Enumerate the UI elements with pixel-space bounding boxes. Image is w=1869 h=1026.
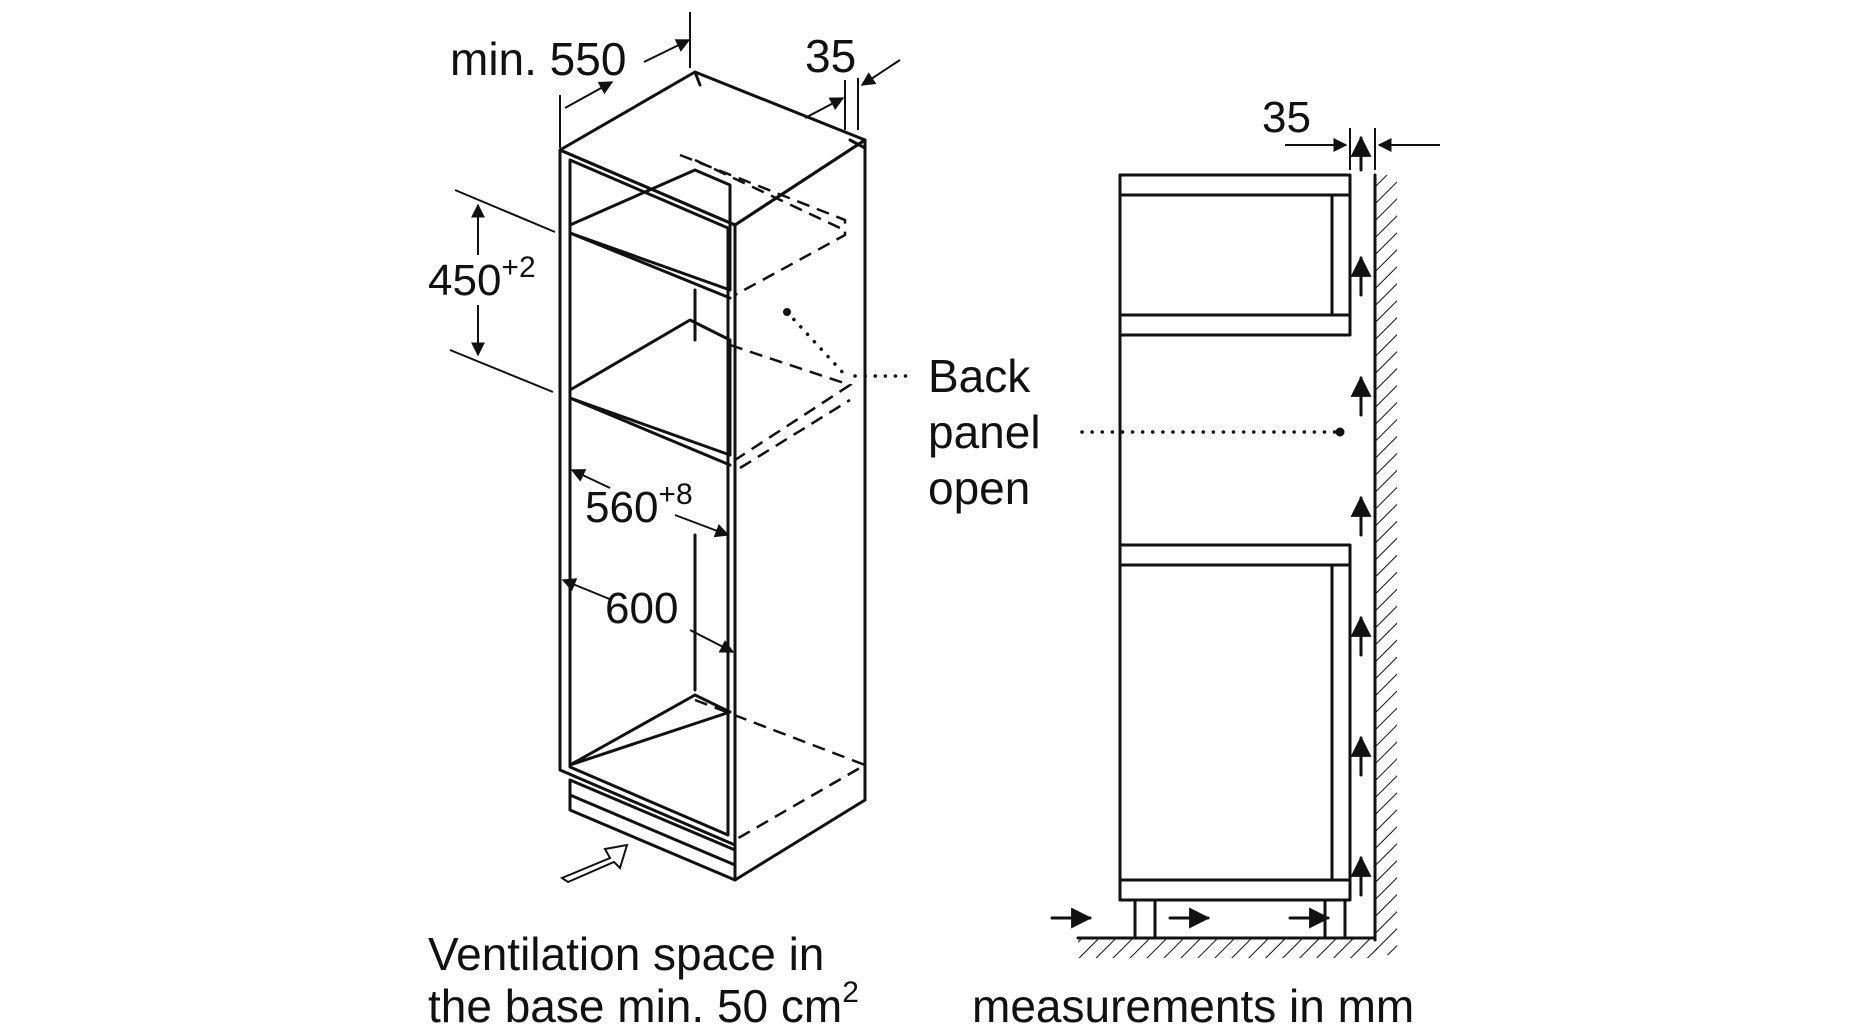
dim-niche-height: 450+2 xyxy=(428,189,556,393)
back-panel-label-line3: open xyxy=(928,462,1030,514)
section-middle-shelf xyxy=(1118,543,1352,567)
section-top-panel xyxy=(1118,173,1352,197)
units-note: measurements in mm xyxy=(972,980,1414,1026)
dim-gap-top-label: 35 xyxy=(805,30,856,82)
dim-cabinet-width: 600 xyxy=(561,578,735,653)
ventilation-note-line2: the base min. 50 cm2 xyxy=(428,976,859,1026)
back-panel-leader xyxy=(783,308,912,378)
section-foot-front xyxy=(1133,898,1157,940)
cabinet-plinth xyxy=(568,778,737,882)
shelf-middle xyxy=(568,318,732,457)
cabinet-isometric xyxy=(558,70,868,882)
back-panel-label-line2: panel xyxy=(928,406,1041,458)
cabinet-side-section: 35 xyxy=(1050,93,1440,958)
section-lower-back xyxy=(1330,563,1352,882)
shelf-bottom xyxy=(568,693,732,767)
dim-depth: min. 550 xyxy=(450,12,691,148)
wall-hatch xyxy=(1375,175,1397,955)
cabinet-top xyxy=(558,70,867,227)
dim-cabinet-width-label: 600 xyxy=(605,584,678,633)
floor-hatch xyxy=(1078,938,1378,958)
cabinet-side xyxy=(733,138,867,882)
ventilation-note-line1: Ventilation space in xyxy=(428,928,824,980)
section-bottom-shelf xyxy=(1118,878,1352,902)
dim-gap-top: 35 xyxy=(804,30,901,130)
back-panel-label-line1: Back xyxy=(928,350,1031,402)
dim-gap-side-label: 35 xyxy=(1262,93,1311,142)
dim-depth-label: min. 550 xyxy=(450,33,626,85)
dim-gap-side: 35 xyxy=(1262,93,1440,170)
dim-inner-width: 560+8 xyxy=(570,469,730,538)
dim-inner-width-label: 560+8 xyxy=(585,478,693,532)
section-upper-shelf xyxy=(1118,313,1352,337)
section-upper-back xyxy=(1330,193,1352,317)
dim-niche-height-label: 450+2 xyxy=(428,251,536,305)
ventilation-arrow-icon xyxy=(559,843,629,884)
cabinet-front-inner xyxy=(568,158,730,837)
